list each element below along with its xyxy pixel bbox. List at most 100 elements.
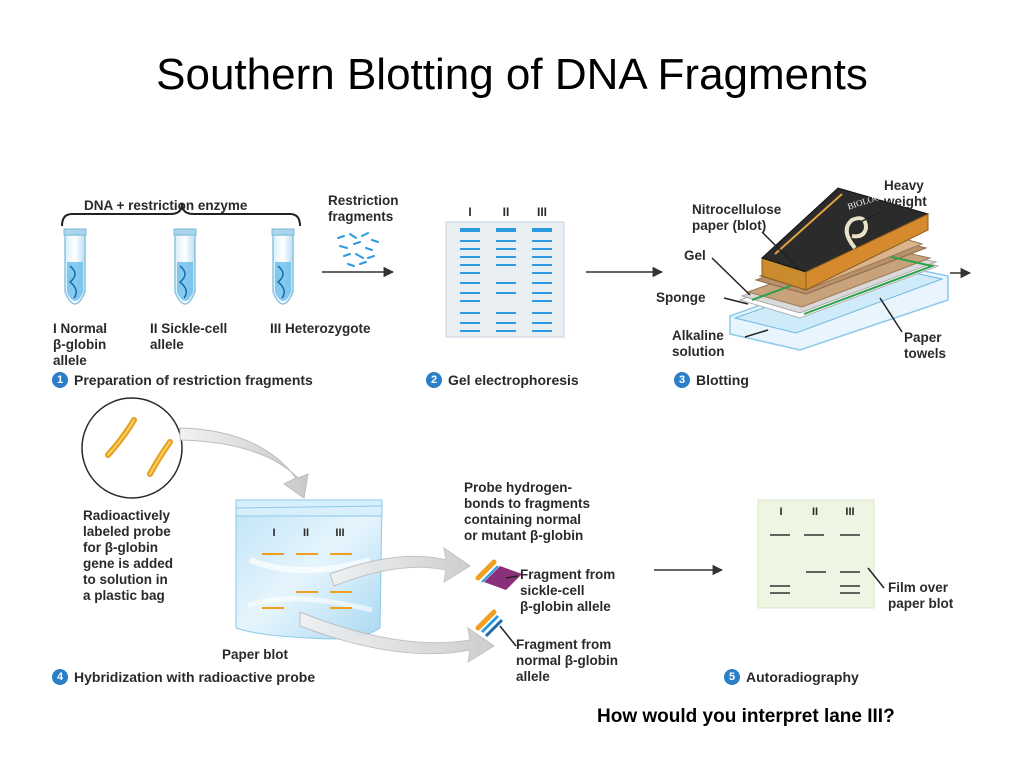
- gel-bands: [460, 240, 552, 332]
- band: [460, 322, 480, 324]
- band: [532, 256, 552, 258]
- arrow-to-bag: [179, 427, 309, 499]
- tube-heterozygote: [271, 228, 295, 305]
- step-caption-text: Autoradiography: [746, 669, 859, 685]
- band: [460, 248, 480, 250]
- band: [460, 240, 480, 242]
- fragments-label-line: Restriction: [328, 193, 399, 208]
- label-line: allele: [516, 669, 550, 684]
- band: [496, 330, 516, 332]
- label-line: paper (blot): [692, 218, 767, 233]
- step-4-caption: 4 Hybridization with radioactive probe: [52, 669, 315, 685]
- film-bands: [770, 534, 860, 594]
- label-line: paper blot: [888, 596, 954, 611]
- gel-lane-label: III: [537, 205, 547, 219]
- label-line: for β-globin: [83, 540, 158, 555]
- band: [532, 282, 552, 284]
- film-lane-label: II: [812, 506, 818, 518]
- step-number-badge: 1: [52, 372, 68, 388]
- band: [460, 256, 480, 258]
- label-line: Fragment from: [516, 637, 612, 652]
- bag-lane-label: III: [335, 527, 344, 539]
- band: [532, 330, 552, 332]
- band: [532, 248, 552, 250]
- label-line: labeled probe: [83, 524, 171, 539]
- band: [460, 292, 480, 294]
- step-5-caption: 5 Autoradiography: [724, 669, 859, 685]
- interpretation-question: How would you interpret lane III?: [597, 706, 895, 727]
- gel-lane-label: II: [503, 205, 510, 219]
- label-line: or mutant β-globin: [464, 528, 584, 543]
- step-number-badge: 5: [724, 669, 740, 685]
- band: [496, 248, 516, 250]
- band: [496, 282, 516, 284]
- label-line: containing normal: [464, 512, 582, 527]
- band: [460, 272, 480, 274]
- label-line: Heavy: [884, 178, 924, 193]
- band: [460, 282, 480, 284]
- arrow-to-normal-fragment: [299, 611, 495, 664]
- probe-description: Radioactively labeled probe for β-globin…: [83, 508, 173, 604]
- label-line: normal β-globin: [516, 653, 618, 668]
- sickle-fragment-graphic: [475, 559, 522, 590]
- step-caption-text: Gel electrophoresis: [448, 372, 579, 388]
- step-2-caption: 2 Gel electrophoresis: [426, 372, 579, 388]
- label-line: weight: [884, 194, 927, 209]
- gel-lane-label: I: [468, 205, 471, 219]
- blotting-apparatus: BIOLOGY: [729, 187, 949, 351]
- brace-label: DNA + restriction enzyme: [84, 198, 248, 213]
- label-line: Paper: [904, 330, 942, 345]
- enzyme-brace: [61, 203, 301, 227]
- label-line: Film over: [888, 580, 949, 595]
- band: [460, 300, 480, 302]
- electrophoresis-gel: [445, 221, 565, 338]
- sickle-fragment-label: Fragment from sickle-cell β-globin allel…: [520, 567, 615, 615]
- band: [496, 312, 516, 314]
- label-line: solution: [672, 344, 725, 359]
- step-number-badge: 2: [426, 372, 442, 388]
- tube-label-line: allele: [150, 337, 184, 352]
- hydrogen-bond-label: Probe hydrogen- bonds to fragments conta…: [464, 480, 590, 544]
- bag-bands: [262, 553, 352, 609]
- sponge-label: Sponge: [656, 290, 706, 305]
- film-lane-label: III: [845, 506, 854, 518]
- step-3-caption: 3 Blotting: [674, 372, 749, 388]
- step-1-caption: 1 Preparation of restriction fragments: [52, 372, 313, 388]
- band: [532, 292, 552, 294]
- arrow-to-sickle-fragment: [329, 546, 471, 587]
- tube-normal: [63, 228, 87, 305]
- step-caption-text: Hybridization with radioactive probe: [74, 669, 316, 685]
- band: [532, 312, 552, 314]
- tube-sickle-cell: [173, 228, 197, 305]
- label-line: gene is added: [83, 556, 174, 571]
- label-line: sickle-cell: [520, 583, 585, 598]
- paper-towels-label: Paper towels: [904, 330, 946, 362]
- step-caption-text: Preparation of restriction fragments: [74, 372, 313, 388]
- label-line: bonds to fragments: [464, 496, 591, 511]
- band: [460, 312, 480, 314]
- slide-title: Southern Blotting of DNA Fragments: [156, 50, 868, 99]
- band: [532, 322, 552, 324]
- tube-label-line: β-globin: [53, 337, 107, 352]
- label-line: Probe hydrogen-: [464, 480, 573, 495]
- alkaline-solution-label: Alkaline solution: [672, 328, 725, 360]
- bag-lane-label: I: [272, 527, 275, 539]
- step-caption-text: Blotting: [696, 372, 749, 388]
- label-line: Fragment from: [520, 567, 616, 582]
- fragments-label-line: fragments: [328, 209, 394, 224]
- blotting-leader-lines: [711, 211, 903, 338]
- tube-label-normal: I Normal β-globin allele: [53, 321, 107, 369]
- label-line: a plastic bag: [83, 588, 165, 603]
- step-number-badge: 4: [52, 669, 68, 685]
- tube-label-line: I Normal: [53, 321, 108, 336]
- nitrocellulose-label: Nitrocellulose paper (blot): [692, 202, 781, 234]
- step-number-badge: 3: [674, 372, 690, 388]
- band: [496, 256, 516, 258]
- label-line: towels: [904, 346, 947, 361]
- paper-blot-label: Paper blot: [222, 647, 289, 662]
- fragments-label: Restriction fragments: [328, 193, 399, 225]
- band: [532, 300, 552, 302]
- tube-label-sickle: II Sickle-cell allele: [150, 321, 227, 353]
- autoradiography-film: [757, 499, 875, 609]
